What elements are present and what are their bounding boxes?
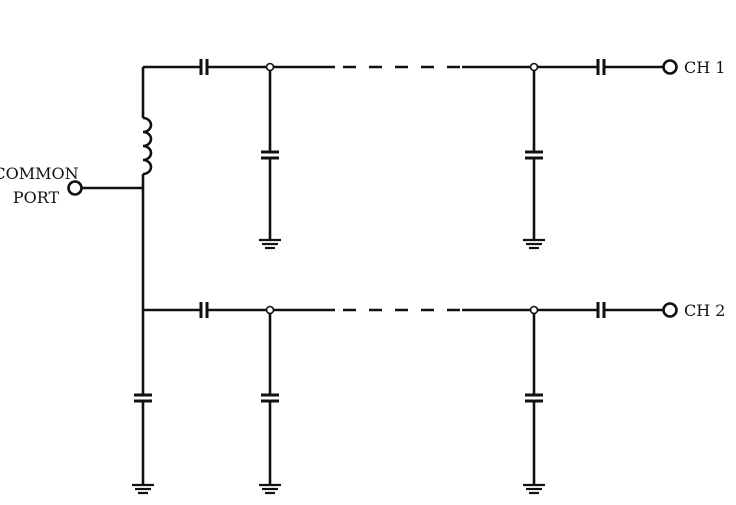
ground-symbol <box>523 483 545 495</box>
inductor-symbol <box>142 116 153 176</box>
ch1-port-terminal <box>662 59 678 75</box>
ch1-branch: CH 1 <box>143 58 725 250</box>
ch2-shunt-capacitor <box>523 305 545 495</box>
common-port: COMMON PORT <box>0 164 143 207</box>
ch2-port-terminal <box>662 302 678 318</box>
common-port-label-line2: PORT <box>13 188 60 207</box>
ch2-label: CH 2 <box>684 301 725 320</box>
junction-dot <box>265 62 275 72</box>
ground-symbol <box>259 238 281 250</box>
common-port-terminal <box>67 180 83 196</box>
junction-dot <box>529 62 539 72</box>
ground-symbol <box>259 483 281 495</box>
junction-dot <box>265 305 275 315</box>
ch2-shunt-capacitor <box>259 305 281 495</box>
ch1-shunt-capacitor <box>259 62 281 250</box>
ground-symbol <box>523 238 545 250</box>
junction-dot <box>529 305 539 315</box>
bus-shunt-capacitor <box>132 393 154 495</box>
ground-symbol <box>132 483 154 495</box>
common-bus <box>141 67 153 395</box>
ch1-label: CH 1 <box>684 58 725 77</box>
ch1-shunt-capacitor <box>523 62 545 250</box>
common-port-label-line1: COMMON <box>0 164 79 183</box>
ch2-branch: CH 2 <box>132 301 725 495</box>
